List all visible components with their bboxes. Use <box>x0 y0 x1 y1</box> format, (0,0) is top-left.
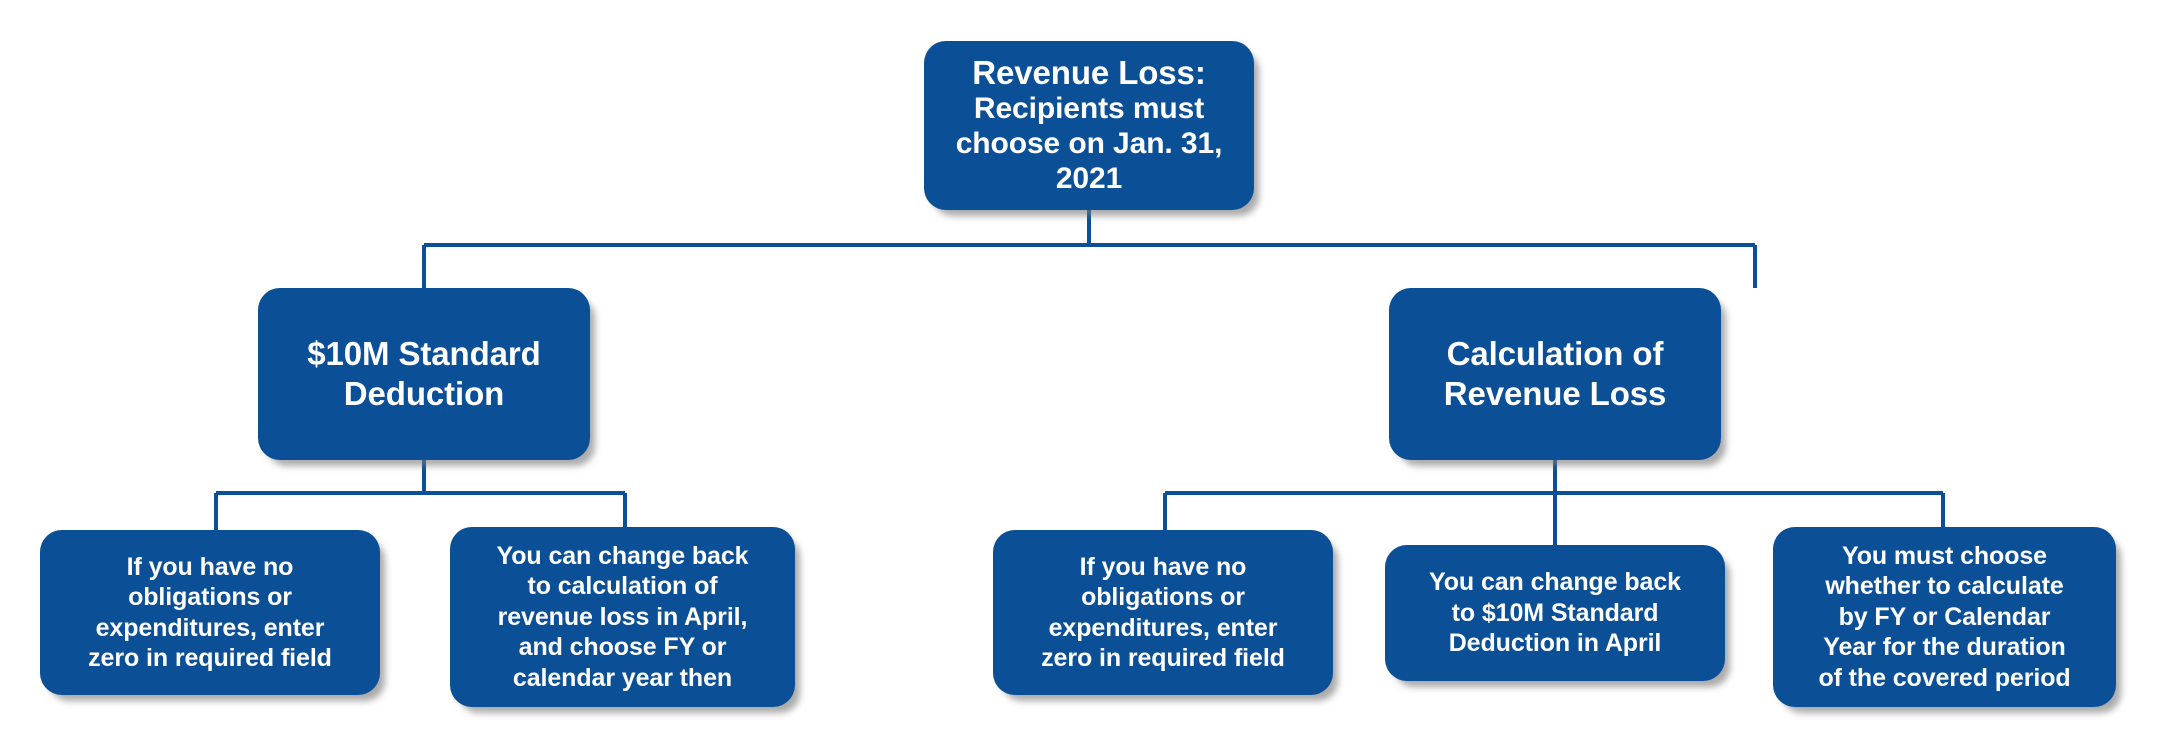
node-crl-zero-in-required-field[interactable]: If you have no obligations or expenditur… <box>993 530 1333 695</box>
node-crl-choose-fy-or-calendar-year[interactable]: You must choose whether to calculate by … <box>1773 527 2116 707</box>
node-sd-zero-in-required-field[interactable]: If you have no obligations or expenditur… <box>40 530 380 695</box>
node-calculation-of-revenue-loss[interactable]: Calculation of Revenue Loss <box>1389 288 1721 460</box>
node-standard-deduction-label: $10M Standard Deduction <box>307 334 541 412</box>
node-crl-change-back-to-standard-deduction[interactable]: You can change back to $10M Standard Ded… <box>1385 545 1725 681</box>
node-sd-change-back-to-calculation[interactable]: You can change back to calculation of re… <box>450 527 795 707</box>
node-crl-change-back-to-standard-deduction-label: You can change back to $10M Standard Ded… <box>1429 568 1681 658</box>
node-revenue-loss-root-label: Revenue Loss:Recipients must choose on J… <box>934 54 1244 197</box>
node-revenue-loss-root[interactable]: Revenue Loss:Recipients must choose on J… <box>924 41 1254 210</box>
node-standard-deduction[interactable]: $10M Standard Deduction <box>258 288 590 460</box>
node-crl-choose-fy-or-calendar-year-label: You must choose whether to calculate by … <box>1818 541 2071 692</box>
node-crl-zero-in-required-field-label: If you have no obligations or expenditur… <box>1041 552 1285 673</box>
node-revenue-loss-root-body: Recipients must choose on Jan. 31, 2021 <box>955 92 1223 196</box>
node-calculation-of-revenue-loss-label: Calculation of Revenue Loss <box>1443 334 1667 412</box>
node-revenue-loss-root-heading: Revenue Loss: <box>972 54 1206 92</box>
node-sd-change-back-to-calculation-label: You can change back to calculation of re… <box>496 541 749 692</box>
node-sd-zero-in-required-field-label: If you have no obligations or expenditur… <box>88 552 332 673</box>
